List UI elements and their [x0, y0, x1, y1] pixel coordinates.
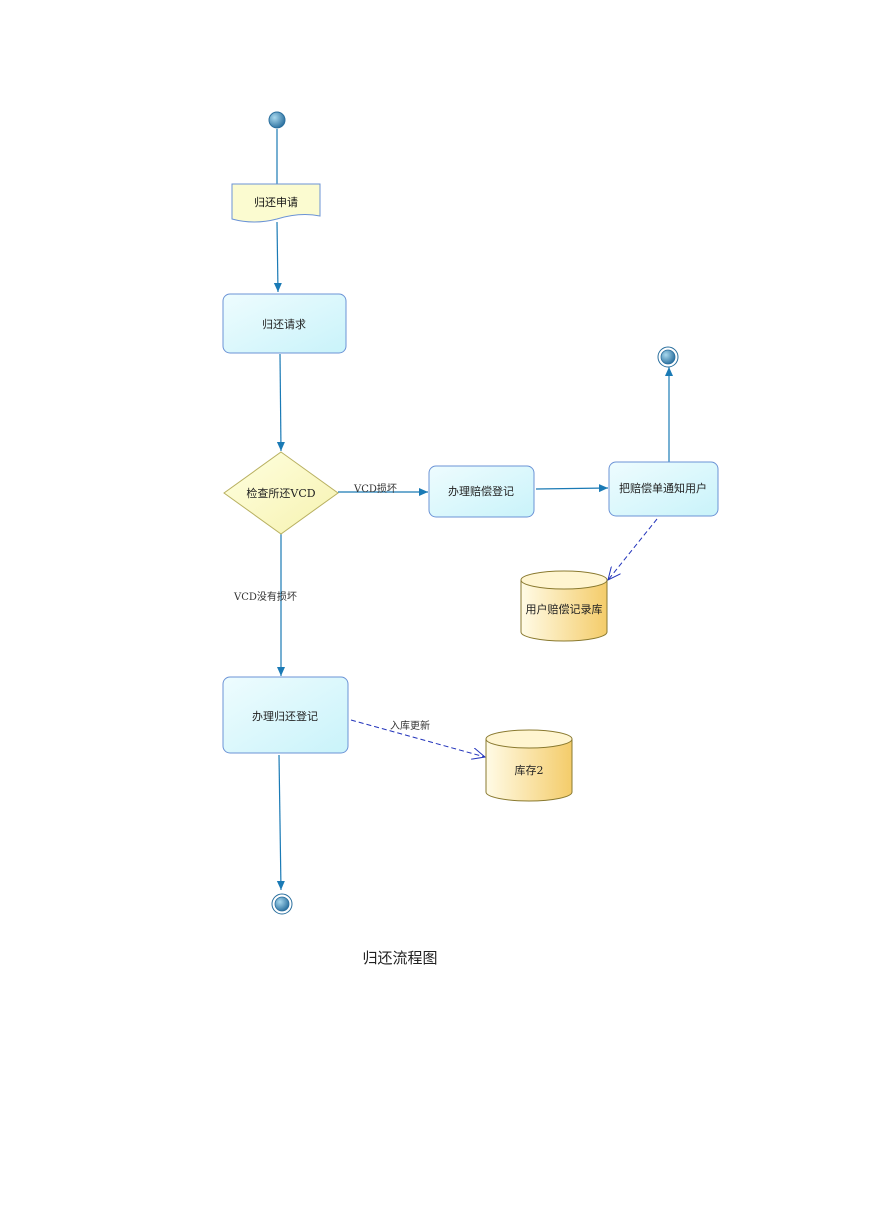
edge-compensation-to-notify [535, 484, 609, 493]
compensation-registration-label: 办理赔偿登记 [448, 484, 514, 498]
edge-label-vcd-not-damaged: VCD没有损坏 [233, 590, 297, 603]
inventory-label: 库存2 [515, 763, 544, 777]
compensation-db-datastore: 用户赔偿记录库 [520, 570, 608, 642]
end-node-compensation [657, 346, 679, 368]
return-registration-label: 办理归还登记 [252, 709, 318, 723]
notify-user-activity: 把赔偿单通知用户 [608, 461, 719, 517]
edge-request-to-decision [276, 353, 285, 452]
return-registration-activity: 办理归还登记 [222, 676, 349, 754]
return-request-label: 归还请求 [262, 317, 306, 331]
inventory-datastore: 库存2 [485, 729, 573, 802]
diagram-caption: 归还流程图 [362, 949, 438, 967]
edge-return-registration-to-inventory [350, 719, 485, 757]
return-request-activity: 归还请求 [222, 293, 347, 354]
edge-application-to-request [273, 221, 282, 293]
start-node [268, 111, 286, 129]
compensation-db-label: 用户赔偿记录库 [526, 602, 603, 616]
notify-user-label: 把赔偿单通知用户 [619, 481, 707, 495]
edge-return-registration-to-end [276, 754, 285, 891]
compensation-registration-activity: 办理赔偿登记 [428, 465, 535, 518]
return-application-label: 归还申请 [254, 195, 298, 209]
edge-label-stock-update: 入库更新 [390, 719, 430, 732]
check-vcd-decision: 检查所还VCD [223, 451, 339, 535]
check-vcd-label: 检查所还VCD [246, 486, 315, 500]
return-application-document: 归还申请 [231, 183, 321, 223]
edge-label-vcd-damaged: VCD损坏 [353, 482, 397, 495]
end-node-return [271, 893, 293, 915]
edge-notify-to-compensation-db [608, 518, 658, 580]
